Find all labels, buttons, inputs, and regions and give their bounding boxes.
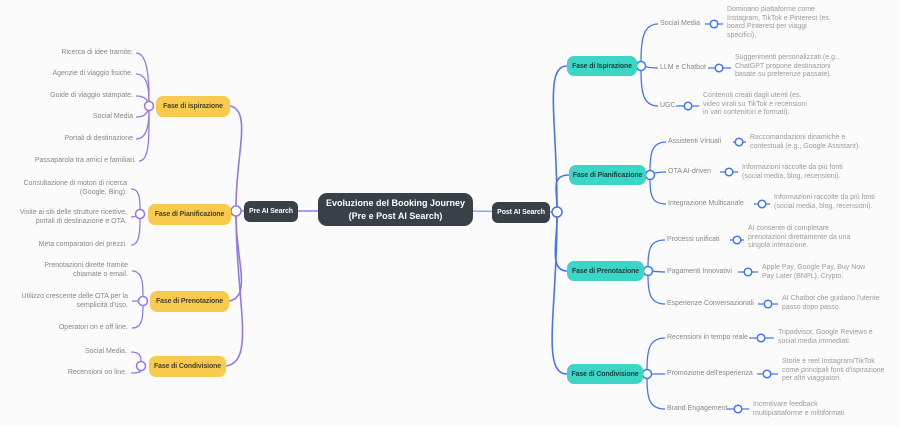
post-ispirazione-desc-3[interactable]: Contenuti creati dagli utenti (es. video… bbox=[703, 92, 807, 117]
pre-prenotazione-child-1[interactable]: Prenotazioni dirette tramite chiamate o … bbox=[44, 262, 128, 279]
post-pianificazione-desc-3[interactable]: Informazioni raccolte da più fonti (soci… bbox=[774, 194, 875, 210]
pre-phase-condivisione[interactable]: Fase di Condivisione bbox=[149, 356, 226, 377]
post-condivisione-desc-3[interactable]: Incentivare feedback multipiattaforme e … bbox=[753, 401, 845, 417]
center-topic[interactable]: Evoluzione del Booking Journey (Pre e Po… bbox=[318, 193, 473, 226]
post-condivisione-topic-1[interactable]: Recensioni in tempo reale bbox=[667, 334, 748, 341]
post-prenotazione-topic-3[interactable]: Esperienze Conversazionali bbox=[667, 300, 754, 307]
pre-branch-connectors bbox=[225, 105, 244, 367]
pre-ispirazione-child-3[interactable]: Guide di viaggio stampate. bbox=[50, 92, 133, 99]
pre-ispirazione-child-6[interactable]: Passaparola tra amici e familiari. bbox=[34, 157, 136, 164]
post-detail-links bbox=[676, 23, 778, 410]
pre-condivisione-child-2[interactable]: Recensioni on line. bbox=[67, 369, 127, 376]
post-ispirazione-desc-2[interactable]: Suggerimenti personalizzati (e.g., ChatG… bbox=[735, 54, 839, 79]
pre-prenotazione-child-2[interactable]: Utilizzo crescente delle OTA per la semp… bbox=[21, 293, 128, 310]
post-prenotazione-topic-1[interactable]: Processi unificati bbox=[667, 236, 720, 243]
pre-pianificazione-child-1[interactable]: Consultazione di motori di ricerca (Goog… bbox=[23, 180, 128, 197]
pre-ispirazione-child-5[interactable]: Portali di destinazione bbox=[64, 135, 134, 142]
post-phase-prenotazione[interactable]: Fase di Prenotazione bbox=[567, 261, 644, 281]
post-ispirazione-topic-2[interactable]: LLM e Chatbot bbox=[660, 64, 706, 71]
pre-ai-search-node[interactable]: Pre AI Search bbox=[244, 201, 298, 222]
post-condivisione-topic-3[interactable]: Brand Engagement bbox=[667, 405, 728, 412]
post-pianificazione-desc-2[interactable]: Informazioni raccolte da più fonti (soci… bbox=[742, 164, 843, 180]
post-ispirazione-desc-1[interactable]: Dominano piattaforme come Instagram, Tik… bbox=[727, 6, 831, 40]
post-ispirazione-topic-1[interactable]: Social Media bbox=[660, 20, 701, 27]
post-pianificazione-desc-1[interactable]: Raccomandazioni dinamiche e contestuali … bbox=[750, 134, 861, 150]
post-pianificazione-topic-3[interactable]: Integrazione Multicanale bbox=[668, 200, 744, 207]
post-prenotazione-desc-2[interactable]: Apple Pay, Google Pay, Buy Now Pay Later… bbox=[762, 264, 866, 280]
pre-condivisione-child-1[interactable]: Social Media. bbox=[84, 348, 127, 355]
post-phase-pianificazione[interactable]: Fase di Pianificazione bbox=[569, 165, 646, 185]
post-condivisione-desc-2[interactable]: Storie e reel Instagram/TikTok come prin… bbox=[782, 358, 885, 383]
pre-ispirazione-child-1[interactable]: Ricerca di idee tramite: bbox=[61, 49, 133, 56]
pre-phase-ispirazione[interactable]: Fase di ispirazione bbox=[156, 96, 230, 117]
post-condivisione-topic-2[interactable]: Promozione dell'esperienza bbox=[667, 370, 753, 377]
pre-phase-pianificazione[interactable]: Fase di Pianificazione bbox=[148, 204, 231, 225]
pre-phase-prenotazione[interactable]: Fase di Prenotazione bbox=[150, 291, 229, 312]
post-phase-ispirazione[interactable]: Fase di Ispirazione bbox=[567, 56, 637, 76]
pre-ispirazione-child-2[interactable]: Agenzie di viaggio fisiche. bbox=[52, 70, 133, 77]
post-branch-connectors bbox=[551, 65, 570, 375]
pre-prenotazione-child-3[interactable]: Operatori on e off line. bbox=[58, 324, 128, 331]
post-ai-search-node[interactable]: Post AI Search bbox=[492, 202, 550, 223]
post-prenotazione-desc-3[interactable]: AI Chatbot che guidano l'utente passo do… bbox=[782, 295, 880, 311]
post-prenotazione-topic-2[interactable]: Pagamenti Innovativi bbox=[667, 268, 732, 275]
post-prenotazione-desc-1[interactable]: AI consente di completare prenotazioni d… bbox=[748, 225, 851, 250]
pre-branch-dots bbox=[134, 100, 242, 372]
post-ispirazione-topic-3[interactable]: UGC bbox=[660, 102, 676, 109]
post-phase-condivisione[interactable]: Fase di Condivisione bbox=[567, 364, 643, 384]
post-child-connectors bbox=[640, 23, 667, 410]
pre-ispirazione-child-4[interactable]: Social Media bbox=[92, 113, 133, 120]
post-branch-dots bbox=[551, 19, 773, 414]
post-pianificazione-topic-2[interactable]: OTA AI-driven bbox=[668, 168, 712, 175]
pre-pianificazione-child-3[interactable]: Meta comparatori dei prezzi. bbox=[38, 241, 127, 248]
post-pianificazione-topic-1[interactable]: Assistenti Virtuali bbox=[668, 138, 722, 145]
pre-pianificazione-child-2[interactable]: Visite ai siti delle strutture ricettive… bbox=[19, 209, 127, 226]
post-condivisione-desc-1[interactable]: Tripadvisor, Google Reviews e social med… bbox=[778, 329, 873, 345]
